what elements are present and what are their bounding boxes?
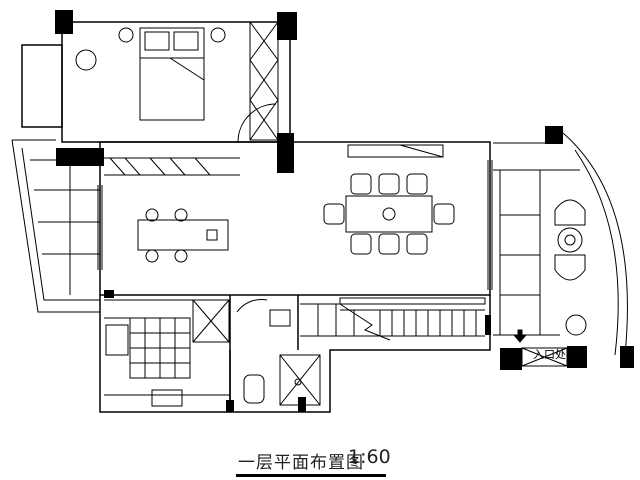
island (137, 219, 229, 251)
walls (21, 21, 491, 413)
bathroom (236, 299, 321, 406)
columns (55, 10, 634, 412)
left-balcony (11, 139, 100, 313)
title-underline (236, 474, 386, 477)
dining-table (345, 195, 433, 233)
entry-balcony (493, 132, 628, 367)
entry-label: 入口处 (533, 348, 566, 361)
living-dining (97, 144, 493, 290)
stove (151, 389, 183, 407)
bedroom (75, 21, 279, 143)
bedroom-balcony (21, 44, 63, 128)
kitchen (104, 299, 230, 407)
stairs (300, 297, 486, 341)
arrow-up-icon (512, 329, 528, 343)
drawing-scale: 1:60 (348, 446, 391, 468)
drawing-title: 一层平面布置图 (238, 453, 364, 473)
